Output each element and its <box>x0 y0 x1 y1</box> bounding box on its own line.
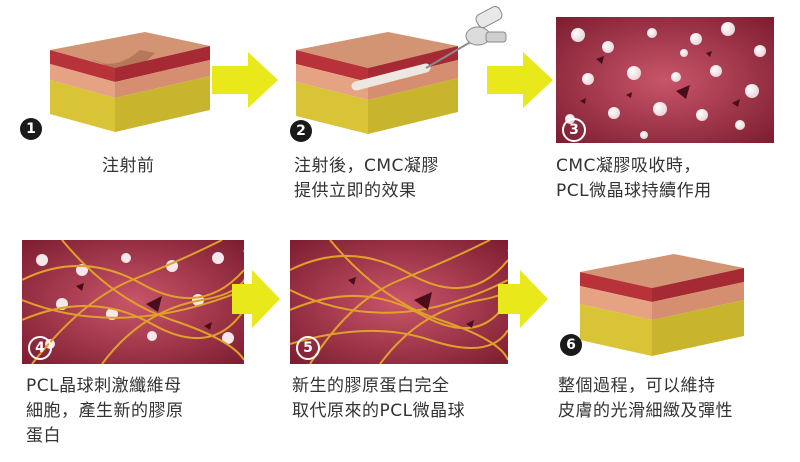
skin-injection-illustration <box>296 5 507 134</box>
skin-block-dented-illustration <box>50 32 210 132</box>
step-4-caption-line: 細胞，產生新的膠原 <box>26 401 184 421</box>
step-4-caption: PCL晶球刺激纖維母 細胞，產生新的膠原 蛋白 <box>26 374 184 449</box>
step-2-number-badge: 2 <box>290 120 312 142</box>
step-3-caption-line: PCL微晶球持續作用 <box>556 181 712 201</box>
step-4-caption-line: 蛋白 <box>26 426 61 446</box>
arrow-2-to-3 <box>487 52 553 112</box>
step-1-caption-line: 注射前 <box>102 156 155 176</box>
step-6-number-badge: 6 <box>560 334 582 356</box>
right-arrow-icon <box>498 270 548 328</box>
new-collagen-illustration <box>290 240 508 364</box>
step-3-microscopic-view: 3 <box>556 17 774 143</box>
arrow-1-to-2 <box>212 52 278 112</box>
step-5-number-badge: 5 <box>296 336 320 360</box>
step-5-caption-line: 取代原來的PCL微晶球 <box>292 401 466 421</box>
step-3-number-badge: 3 <box>562 118 586 142</box>
step-2-caption-line: 注射後，CMC凝膠 <box>294 156 439 176</box>
arrow-4-to-5 <box>232 270 280 332</box>
right-arrow-icon <box>487 52 553 108</box>
collagen-fibers-with-microspheres-illustration <box>22 240 244 364</box>
step-4-microscopic-view: 4 <box>22 240 244 364</box>
step-2-caption: 注射後，CMC凝膠 提供立即的效果 <box>294 154 439 204</box>
step-2-caption-line: 提供立即的效果 <box>294 181 417 201</box>
step-5-microscopic-view: 5 <box>290 240 508 364</box>
step-1-number-badge: 1 <box>20 118 42 140</box>
step-6-caption-line: 整個過程，可以維持 <box>558 376 716 396</box>
step-2: 2 <box>278 5 508 150</box>
right-arrow-icon <box>212 52 278 108</box>
step-3-caption-line: CMC凝膠吸收時， <box>556 156 701 176</box>
step-1-caption: 注射前 <box>102 154 155 179</box>
step-5-caption-line: 新生的膠原蛋白完全 <box>292 376 450 396</box>
pcl-microspheres-illustration <box>556 17 774 143</box>
step-4-number-badge: 4 <box>28 336 52 360</box>
step-6: 6 <box>556 236 786 370</box>
step-1: 1 <box>20 10 220 150</box>
step-5-caption: 新生的膠原蛋白完全 取代原來的PCL微晶球 <box>292 374 465 424</box>
step-3-caption: CMC凝膠吸收時， PCL微晶球持續作用 <box>556 154 712 204</box>
step-4-caption-line: PCL晶球刺激纖維母 <box>26 376 182 396</box>
skin-block-smooth-illustration <box>580 254 744 356</box>
step-6-caption-line: 皮膚的光滑細緻及彈性 <box>558 401 733 421</box>
arrow-5-to-6 <box>498 270 548 332</box>
step-6-caption: 整個過程，可以維持 皮膚的光滑細緻及彈性 <box>558 374 733 424</box>
right-arrow-icon <box>232 270 280 328</box>
